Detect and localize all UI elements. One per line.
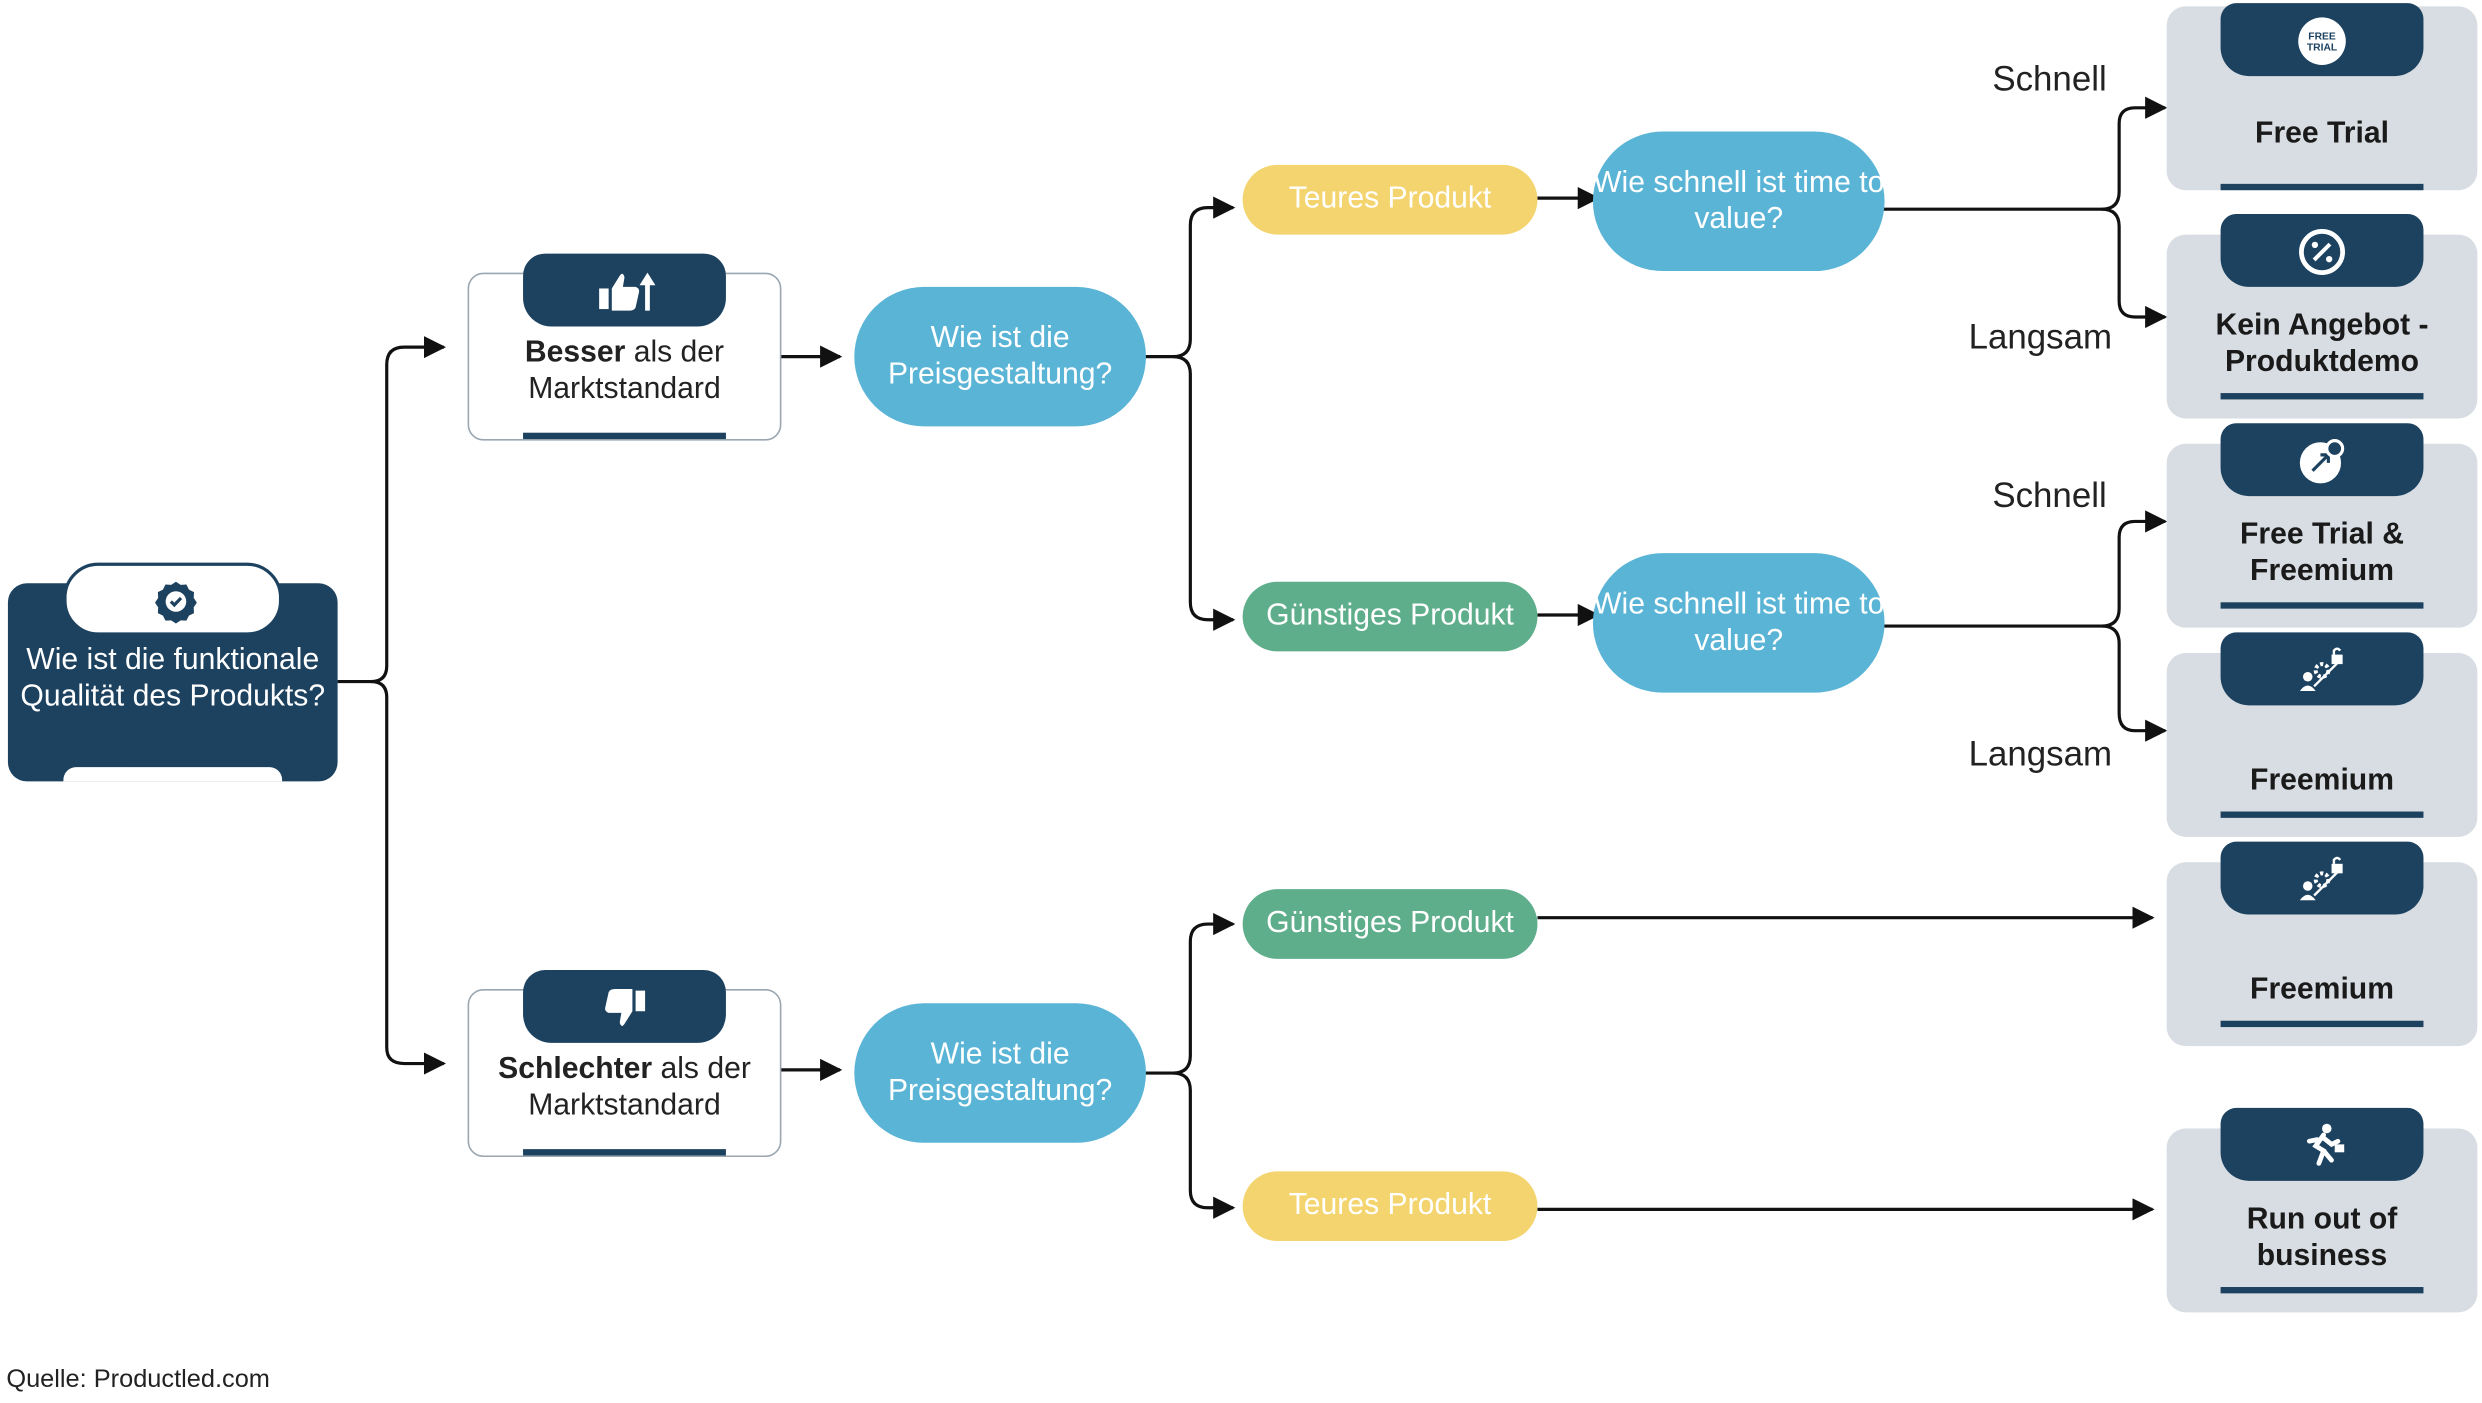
fast-label-lower: Schnell	[1992, 475, 2107, 516]
ttv-question-lower: Wie schnell ist time to value?	[1592, 553, 1885, 693]
expensive-product-lower-text: Teures Produkt	[1288, 1188, 1492, 1223]
root-footer-bar	[63, 767, 283, 782]
award-badge-icon	[155, 581, 197, 624]
outcome-freemium-lower-text: Freemium	[2250, 973, 2394, 1007]
thumbs-down-icon	[605, 989, 646, 1026]
slow-label-lower: Langsam	[1968, 733, 2113, 774]
pricing-question-lower-text: Wie ist die Preisgestaltung?	[887, 1038, 1113, 1108]
outcome-freemium-upper-text: Freemium	[2250, 763, 2394, 798]
outcome-no-offer-text: Kein Angebot - Produktdemo	[2215, 309, 2429, 379]
ttv-question-upper-text: Wie schnell ist time to value?	[1593, 166, 1885, 237]
expensive-product-upper-text: Teures Produkt	[1288, 182, 1492, 216]
outcome-free-trial-text: Free Trial	[2255, 117, 2389, 151]
outcome-free-trial: Free Trial	[2166, 6, 2478, 191]
users-gear-lock-icon	[2299, 856, 2343, 901]
better-icon-tab	[523, 253, 726, 327]
cheap-product-lower: Günstiges Produkt	[1242, 889, 1538, 959]
source-caption: Quelle: Productled.com	[6, 1366, 270, 1394]
trial-freemium-footer	[2220, 602, 2424, 609]
better-label-rest: als der Marktstandard	[528, 336, 725, 406]
out-of-business-footer	[2220, 1287, 2424, 1294]
better-card-footer	[523, 432, 726, 440]
pricing-question-upper: Wie ist die Preisgestaltung?	[854, 286, 1146, 427]
freemium-upper-icon-tab	[2220, 632, 2424, 706]
thumbs-up-arrow-icon	[599, 272, 656, 311]
discount-icon	[2299, 229, 2346, 275]
root-question-text: Wie ist die funktionale Qualität des Pro…	[20, 643, 326, 714]
cheap-product-upper-text: Günstiges Produkt	[1266, 599, 1514, 633]
slow-label-upper: Langsam	[1968, 317, 2113, 357]
cheap-product-lower-text: Günstiges Produkt	[1266, 906, 1514, 940]
outcome-out-of-business-text: Run out of business	[2246, 1203, 2398, 1273]
clock-arrows-icon	[2299, 439, 2345, 484]
out-of-business-icon-tab	[2220, 1107, 2424, 1181]
no-offer-footer	[2220, 393, 2424, 400]
no-offer-icon-tab	[2220, 213, 2424, 287]
trial-freemium-icon-tab	[2220, 423, 2424, 497]
worse-label-bold: Schlechter	[498, 1052, 653, 1086]
expensive-product-lower: Teures Produkt	[1242, 1171, 1538, 1242]
freemium-lower-icon-tab	[2220, 841, 2424, 915]
users-gear-lock-icon	[2299, 647, 2343, 692]
pricing-question-lower: Wie ist die Preisgestaltung?	[854, 1003, 1146, 1143]
outcome-trial-freemium-text: Free Trial & Freemium	[2240, 518, 2405, 589]
running-man-icon	[2306, 1123, 2345, 1166]
worse-icon-tab	[523, 970, 726, 1043]
cheap-product-upper: Günstiges Produkt	[1242, 581, 1538, 652]
freemium-upper-footer	[2220, 811, 2424, 818]
worse-card-footer	[523, 1149, 726, 1156]
ttv-question-lower-text: Wie schnell ist time to value?	[1593, 588, 1885, 658]
fast-label-upper: Schnell	[1992, 58, 2107, 99]
free-trial-footer	[2220, 183, 2424, 191]
worse-label-rest: als der Marktstandard	[528, 1052, 751, 1123]
better-label-bold: Besser	[524, 336, 626, 370]
ttv-question-upper: Wie schnell ist time to value?	[1592, 131, 1885, 272]
root-icon-tab	[63, 562, 283, 636]
freemium-lower-footer	[2220, 1020, 2424, 1028]
pricing-question-upper-text: Wie ist die Preisgestaltung?	[887, 321, 1113, 392]
expensive-product-upper: Teures Produkt	[1242, 164, 1538, 235]
